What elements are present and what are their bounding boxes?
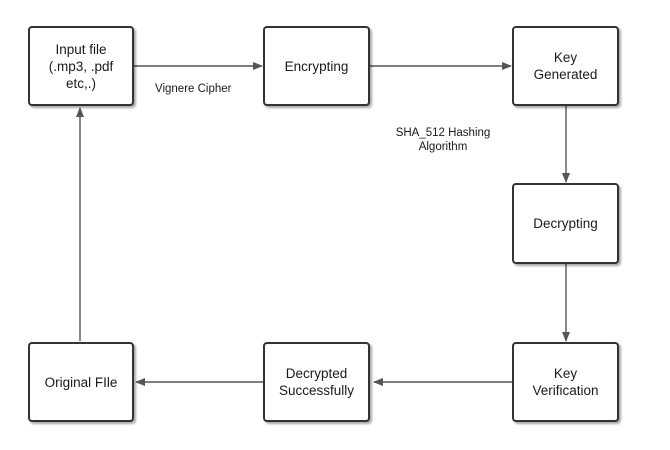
node-original-file: Original FIle [28, 342, 134, 422]
node-decrypted-successfully-line-1: Decrypted [285, 366, 348, 381]
node-key-verification-line-1: Key [553, 366, 578, 381]
node-input-file-line-2: (.mp3, .pdf [48, 58, 114, 74]
edge-label-vignere-cipher: Vignere Cipher [155, 83, 232, 95]
node-encrypting: Encrypting [263, 26, 370, 106]
node-key-generated-line-1: Key [553, 50, 578, 65]
node-decrypting-label: Decrypting [533, 216, 598, 231]
node-decrypted-successfully: Decrypted Successfully [263, 342, 370, 422]
node-input-file-line-1: Input file [55, 41, 107, 57]
node-original-file-label: Original FIle [44, 374, 118, 390]
node-decrypting: Decrypting [512, 183, 619, 264]
node-decrypted-successfully-line-2: Successfully [278, 383, 355, 398]
node-key-generated-line-2: Generated [533, 67, 598, 82]
node-encrypting-label: Encrypting [284, 58, 349, 74]
node-input-file: Input file (.mp3, .pdf etc,.) [28, 26, 134, 106]
edge-label-sha512: SHA_512 Hashing Algorithm [388, 126, 498, 154]
node-key-verification: Key Verification [512, 342, 619, 422]
edge-label-sha512-line-2: Algorithm [418, 141, 468, 153]
node-key-verification-line-2: Verification [532, 383, 599, 398]
node-input-file-line-3: etc,.) [65, 75, 96, 91]
node-key-generated: Key Generated [512, 26, 619, 106]
edge-label-sha512-line-1: SHA_512 Hashing [395, 127, 491, 139]
